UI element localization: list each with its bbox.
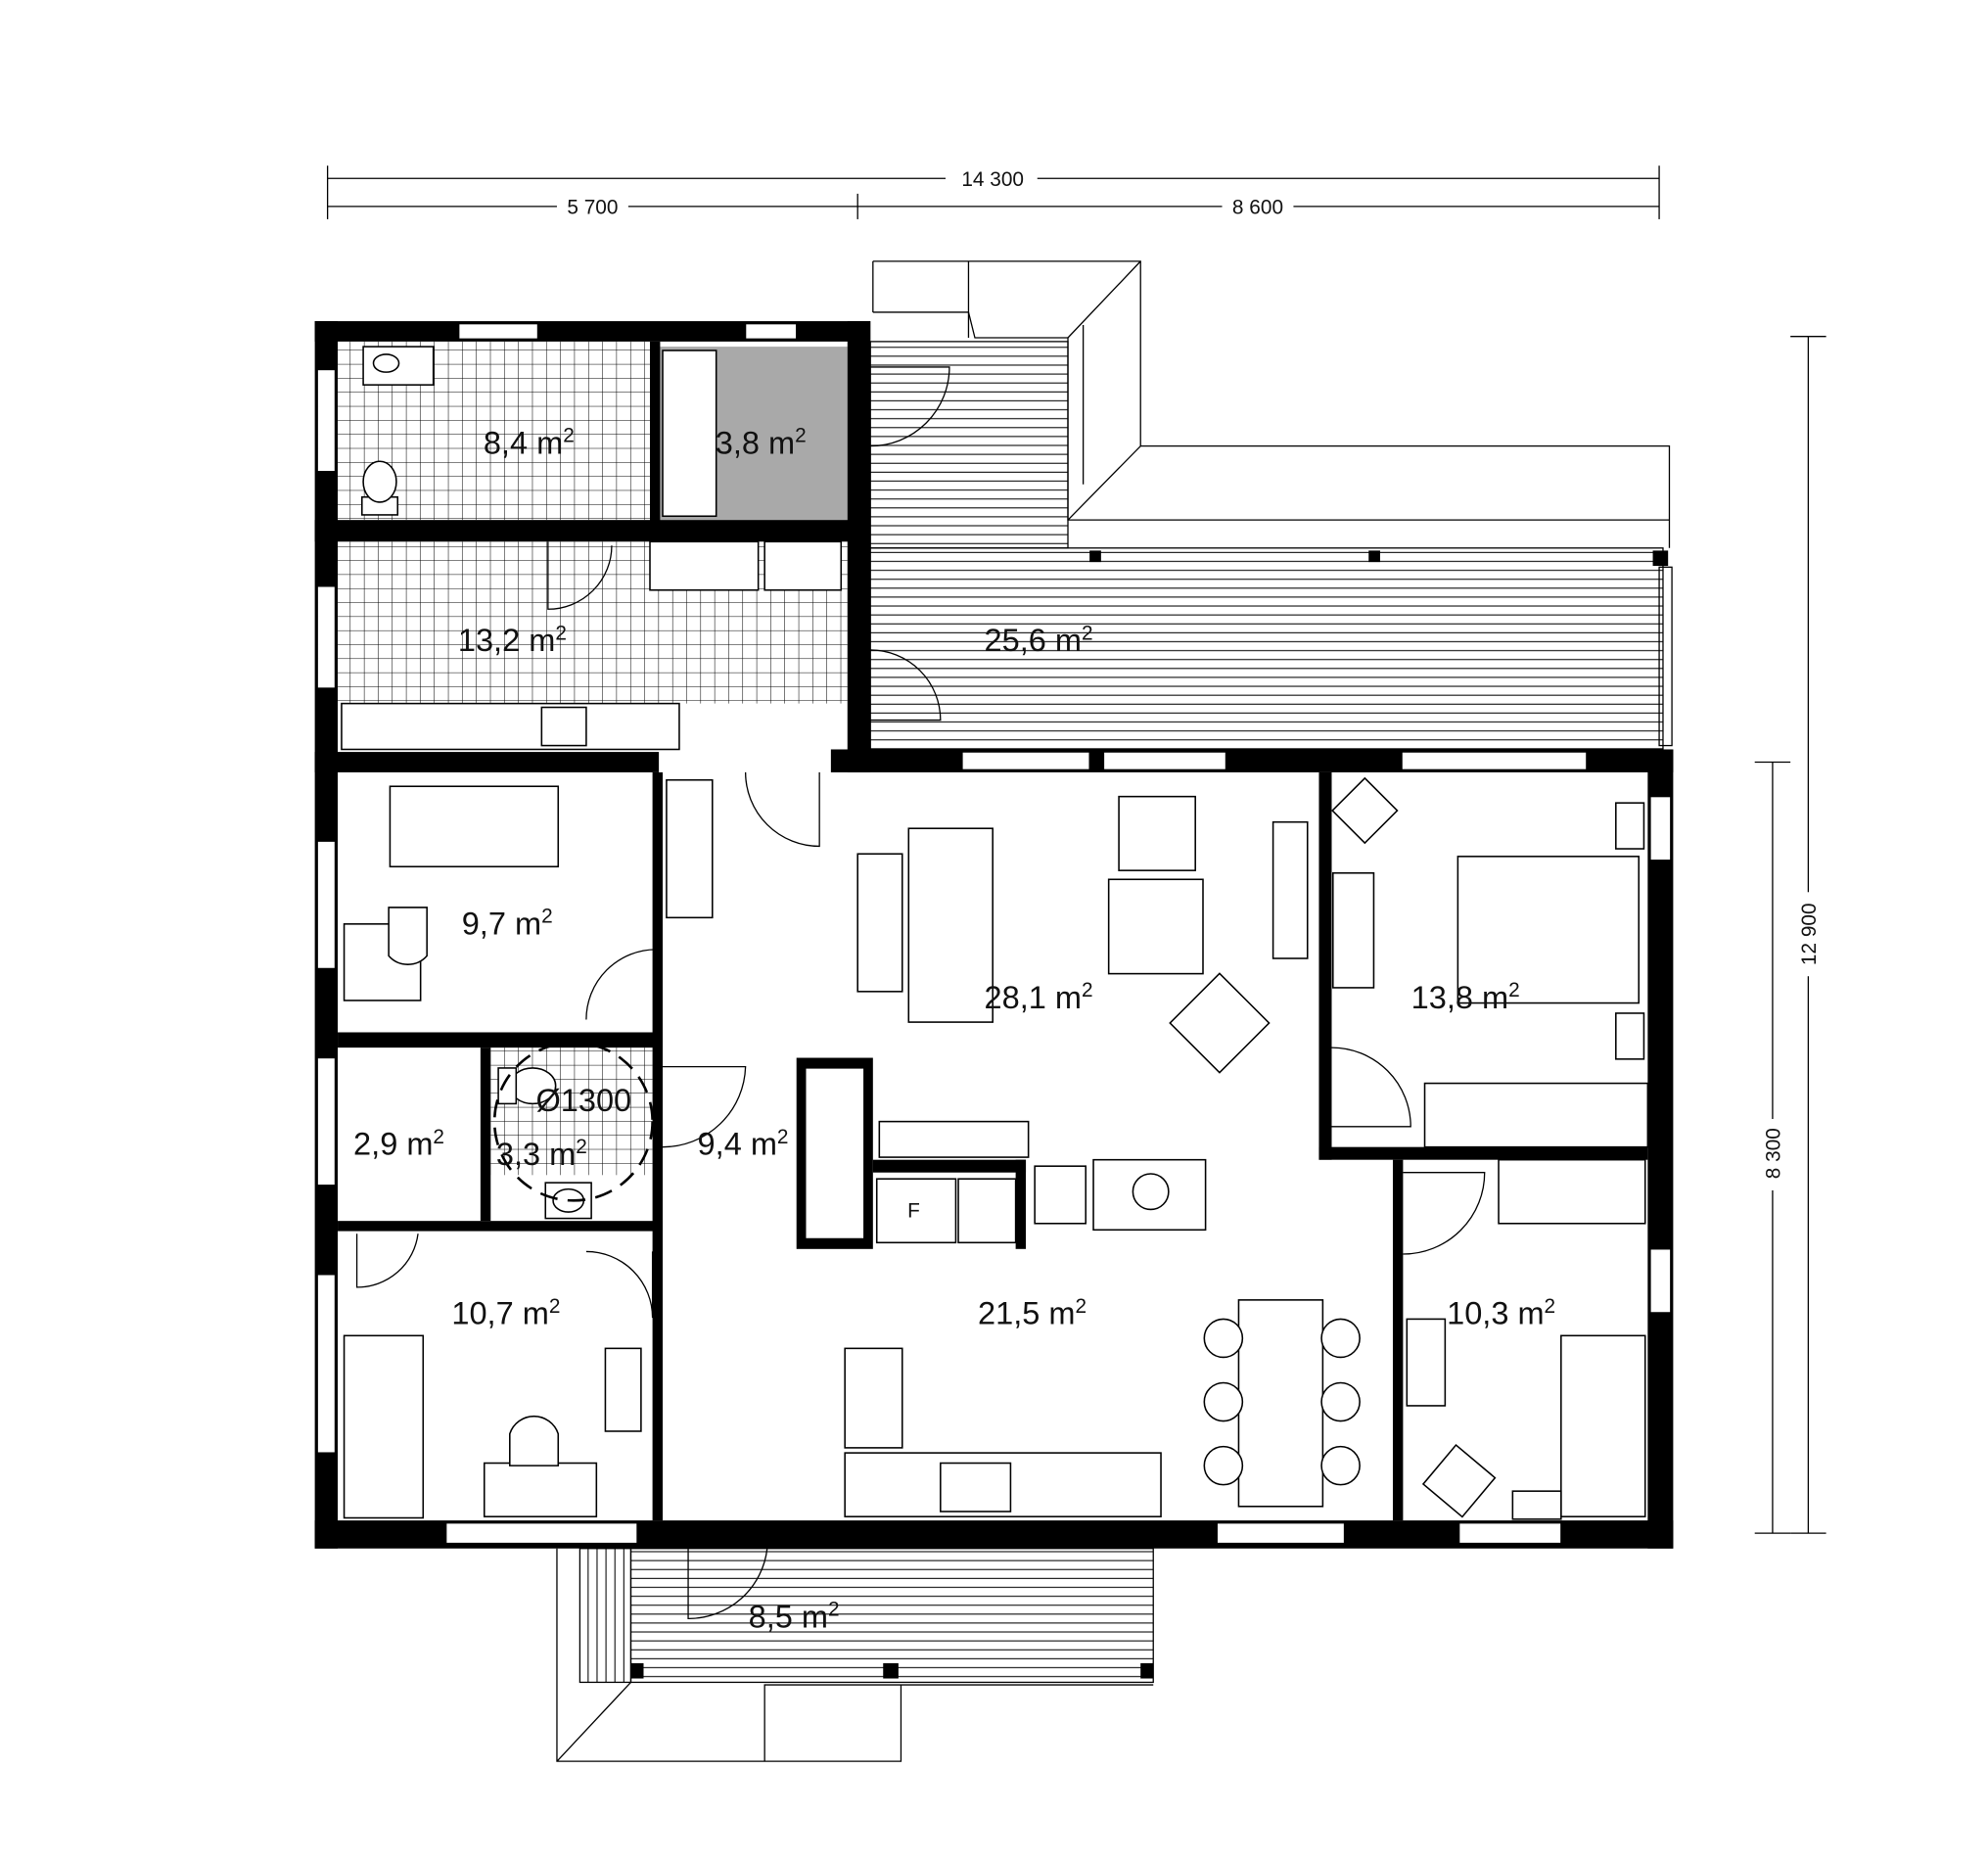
dim-top-left: 5 700 [567,197,618,219]
room-area-bedroom-master: 13,8 m2 [1411,979,1520,1015]
wc-tiles [490,1047,653,1176]
utility-tiles [338,541,848,704]
dim-right-partial: 8 300 [1763,1128,1785,1179]
room-labels: 8,4 m2 3,8 m2 13,2 m2 25,6 m2 9,7 m2 28,… [353,425,1555,1635]
room-area-hall: 9,4 m2 [698,1126,789,1162]
dim-right-total: 12 900 [1798,903,1821,965]
doors[interactable] [355,366,1486,1619]
dim-top-total: 14 300 [961,168,1024,191]
turning-circle-label: Ø1300 [535,1083,631,1118]
dim-top-right: 8 600 [1232,197,1283,219]
furniture: F [341,346,1649,1520]
room-area-sauna: 3,8 m2 [716,425,807,461]
room-area-living: 28,1 m2 [985,979,1093,1015]
room-area-utility: 13,2 m2 [458,623,567,659]
terrace-deck [869,260,1673,751]
room-area-kitchen: 21,5 m2 [978,1295,1086,1331]
room-area-bathroom: 8,4 m2 [484,425,575,461]
room-area-wc: 3,3 m2 [496,1136,587,1172]
room-area-bedroom-left: 10,7 m2 [451,1295,560,1331]
porch-deck [556,1548,1154,1762]
room-area-porch: 8,5 m2 [749,1599,840,1635]
room-area-closet: 2,9 m2 [353,1126,444,1162]
room-area-bedroom-small: 9,7 m2 [462,906,553,942]
room-area-bedroom-right: 10,3 m2 [1447,1295,1555,1331]
fridge-label: F [907,1199,920,1222]
room-area-terrace: 25,6 m2 [985,623,1093,659]
dimension-lines: 14 300 5 700 8 600 12 900 8 300 [326,165,1826,1534]
windows [316,323,1672,1545]
